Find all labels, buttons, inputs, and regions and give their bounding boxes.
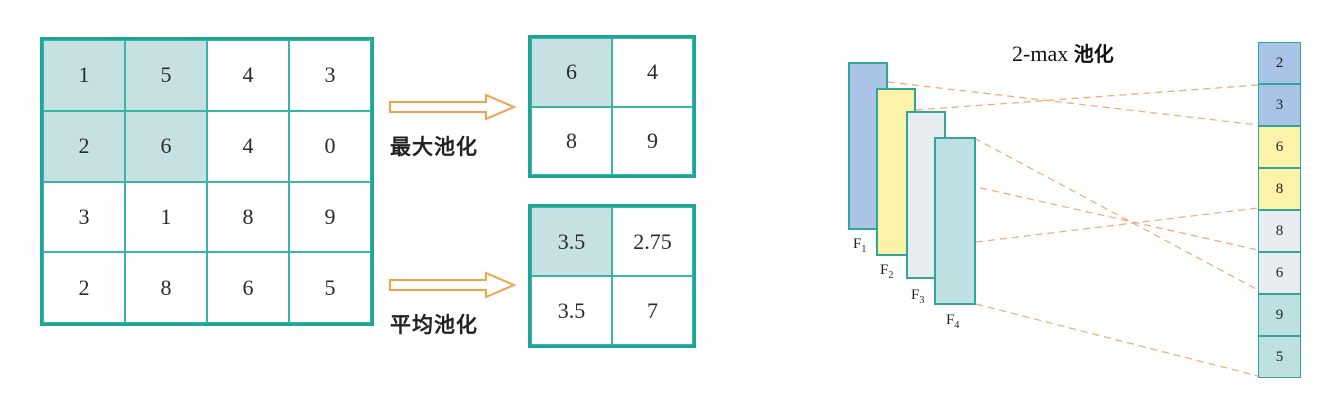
output-cell: 3	[1258, 84, 1301, 126]
matrix-cell: 7	[612, 276, 693, 345]
matrix-cell: 8	[531, 106, 612, 175]
matrix-cell: 0	[289, 110, 371, 182]
matrix-cell: 4	[207, 110, 289, 182]
matrix-cell: 4	[612, 38, 693, 107]
matrix-cell: 3	[289, 40, 371, 111]
output-cell: 9	[1258, 294, 1301, 336]
matrix-cell: 3	[43, 181, 125, 253]
feature-map-label: F2	[880, 262, 894, 281]
matrix-cell: 4	[207, 40, 289, 111]
feature-map-label: F1	[853, 236, 867, 255]
two-max-pool-title: 2-max 池化	[1012, 38, 1114, 67]
matrix-cell: 8	[125, 252, 207, 323]
matrix-cell: 6	[207, 252, 289, 323]
matrix-cell: 8	[207, 181, 289, 253]
matrix-cell: 2	[43, 252, 125, 323]
matrix-cell: 1	[43, 40, 125, 111]
title-prefix: 2-max	[1012, 41, 1074, 66]
output-cell: 6	[1258, 252, 1301, 294]
matrix-cell: 9	[612, 106, 693, 175]
arrow-max-pool-icon	[389, 93, 517, 121]
feature-map-label: F4	[946, 312, 960, 331]
matrix-cell: 3.5	[531, 276, 612, 345]
arrow-avg-pool-icon	[389, 271, 517, 299]
matrix-cell: 3.5	[531, 207, 612, 276]
matrix-cell: 2	[43, 110, 125, 182]
max-pool-label: 最大池化	[390, 135, 478, 159]
output-cell: 8	[1258, 210, 1301, 252]
matrix-cell: 1	[125, 181, 207, 253]
matrix-cell: 5	[289, 252, 371, 323]
matrix-cell: 6	[125, 110, 207, 182]
avg-pool-label: 平均池化	[390, 313, 478, 337]
output-cell: 2	[1258, 42, 1301, 84]
title-cjk: 池化	[1073, 42, 1114, 66]
matrix-cell: 5	[125, 40, 207, 111]
feature-map-label: F3	[911, 287, 925, 306]
matrix-cell: 2.75	[612, 207, 693, 276]
output-cell: 8	[1258, 168, 1301, 210]
output-cell: 6	[1258, 126, 1301, 168]
output-cell: 5	[1258, 336, 1301, 378]
feature-map-4	[934, 137, 976, 305]
matrix-cell: 6	[531, 38, 612, 107]
matrix-cell: 9	[289, 181, 371, 253]
